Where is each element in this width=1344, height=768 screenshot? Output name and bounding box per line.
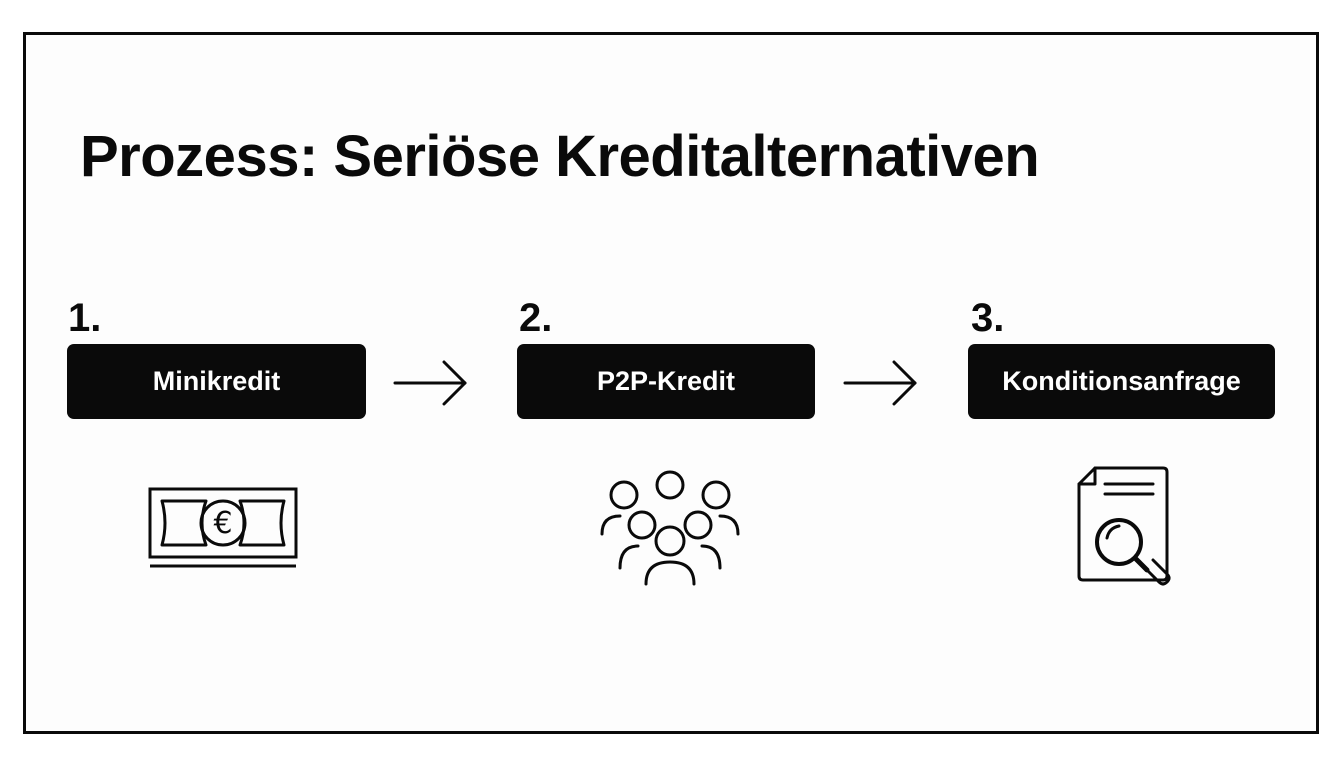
step-1-box: Minikredit [67, 344, 366, 419]
step-2-box: P2P-Kredit [517, 344, 815, 419]
arrow-right-icon [393, 357, 469, 409]
document-magnifier-icon [1075, 464, 1177, 590]
step-1-number: 1. [68, 296, 102, 340]
step-2-label: P2P-Kredit [596, 366, 736, 396]
step-2-number: 2. [519, 296, 553, 340]
euro-banknote-icon: € [148, 486, 298, 572]
step-3-label: Konditionsanfrage [1002, 366, 1241, 396]
svg-text:€: € [213, 506, 232, 541]
people-group-icon [598, 468, 742, 588]
step-1-label: Minikredit [152, 366, 281, 396]
arrow-right-icon [843, 357, 919, 409]
page-title: Prozess: Seriöse Kreditalternativen [80, 124, 1040, 189]
step-3-box: Konditionsanfrage [968, 344, 1275, 419]
step-3-number: 3. [971, 296, 1005, 340]
